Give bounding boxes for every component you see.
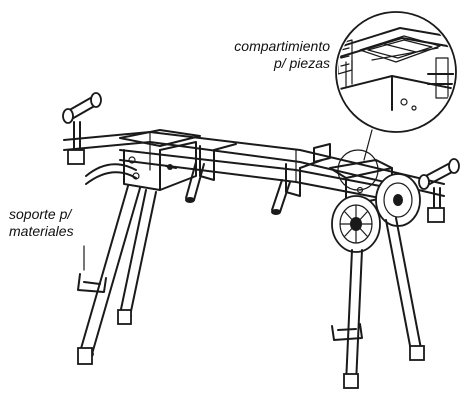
wheels <box>331 173 421 253</box>
material-support-label-line2: materiales <box>9 223 74 239</box>
left-housing <box>85 129 201 191</box>
material-support-label: soporte p/ materiales <box>9 206 74 240</box>
main-beam <box>63 131 445 199</box>
parts-compartment-label-line1: compartimiento <box>234 38 330 54</box>
parts-compartment-label: compartimiento p/ piezas <box>234 38 330 72</box>
right-leg-bracket <box>331 323 363 341</box>
detail-magnifier <box>335 11 457 191</box>
material-support-label-line1: soporte p/ <box>9 206 72 222</box>
compartment-detail <box>338 27 454 111</box>
parts-compartment-label-line2: p/ piezas <box>273 55 330 71</box>
center-brackets <box>165 143 331 215</box>
right-roller-support <box>418 158 460 223</box>
left-roller-support <box>62 92 102 165</box>
legs <box>77 185 425 389</box>
material-support <box>77 245 107 293</box>
magnifier-leader-line <box>363 129 373 161</box>
